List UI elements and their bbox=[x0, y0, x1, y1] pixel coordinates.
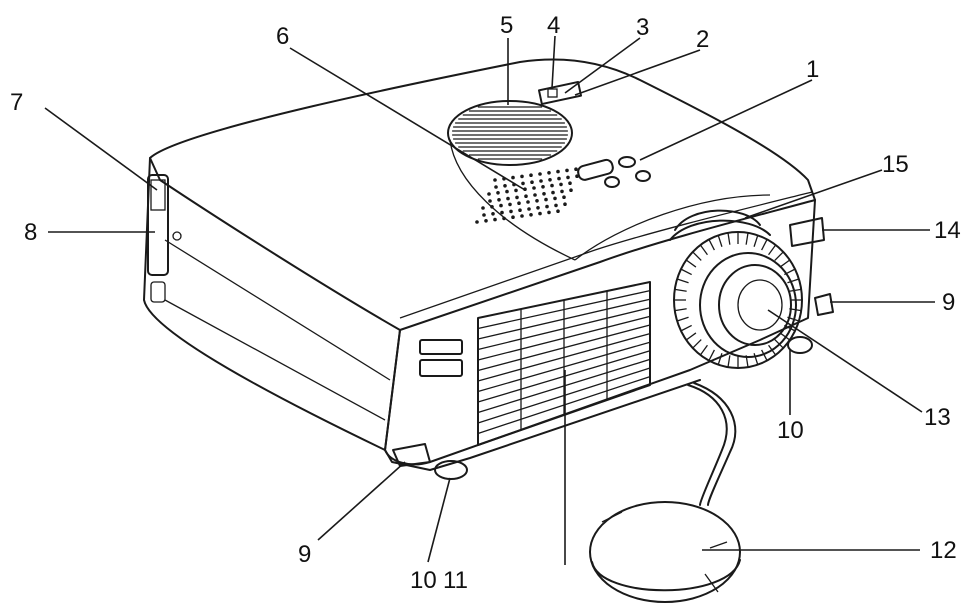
side-panel bbox=[147, 174, 182, 303]
control-panel bbox=[537, 80, 651, 188]
callout-3: 3 bbox=[636, 14, 649, 41]
callout-9-left: 9 bbox=[298, 541, 311, 568]
lens-cap bbox=[589, 382, 741, 603]
callout-11: 11 bbox=[443, 567, 468, 594]
speaker-holes bbox=[475, 167, 579, 224]
callout-12: 12 bbox=[930, 537, 957, 564]
air-intake-vent bbox=[477, 281, 651, 446]
callout-10-right: 10 bbox=[777, 417, 804, 444]
callout-5: 5 bbox=[500, 12, 513, 39]
lamp-cover-grille bbox=[447, 100, 573, 166]
projector-body bbox=[143, 58, 816, 471]
leader-lines bbox=[44, 35, 935, 565]
callout-4: 4 bbox=[547, 12, 560, 39]
callout-2: 2 bbox=[696, 26, 709, 53]
callout-15: 15 bbox=[882, 151, 909, 178]
callout-8: 8 bbox=[24, 219, 37, 246]
callout-13: 13 bbox=[924, 404, 951, 431]
callout-1: 1 bbox=[806, 56, 819, 83]
feet bbox=[392, 293, 834, 480]
callout-6: 6 bbox=[276, 23, 289, 50]
callout-9-right: 9 bbox=[942, 289, 955, 316]
callout-14: 14 bbox=[934, 217, 961, 244]
callout-7: 7 bbox=[10, 89, 23, 116]
lens-assembly bbox=[669, 209, 803, 369]
callout-labels: 1 2 3 4 5 6 7 8 9 9 10 10 11 12 13 14 15 bbox=[10, 12, 961, 594]
callout-10-left: 10 bbox=[410, 567, 437, 594]
